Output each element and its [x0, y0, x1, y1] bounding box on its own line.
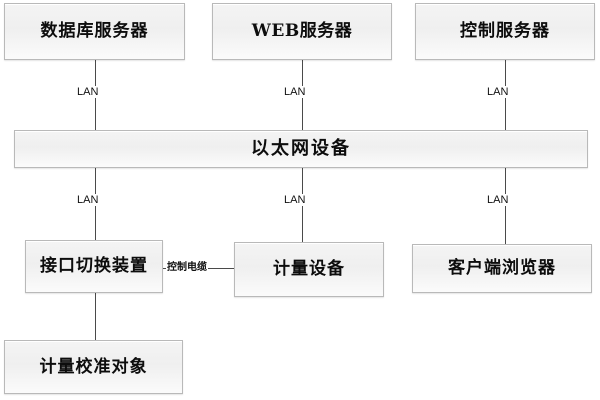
node-interface-switch-label: 接口切换装置: [40, 256, 148, 276]
node-client-browser[interactable]: 客户端浏览器: [412, 244, 592, 293]
node-calibration-target-label: 计量校准对象: [39, 356, 148, 377]
node-client-browser-label: 客户端浏览器: [448, 258, 556, 278]
node-control-server-label: 控制服务器: [460, 21, 550, 41]
edge-label-lan-4: LAN: [75, 194, 101, 206]
edge-label-lan-2: LAN: [282, 86, 308, 98]
node-calibration-target[interactable]: 计量校准对象: [4, 340, 183, 394]
node-control-server[interactable]: 控制服务器: [415, 3, 595, 60]
edge-label-lan-1: LAN: [75, 86, 101, 98]
edge-label-lan-6: LAN: [485, 194, 511, 206]
node-metering-device-label: 计量设备: [273, 259, 345, 279]
edge-switch-to-target: [95, 293, 96, 340]
node-db-server[interactable]: 数据库服务器: [4, 3, 185, 60]
node-db-server-label: 数据库服务器: [40, 21, 149, 41]
node-web-server-label: WEB服务器: [251, 21, 353, 41]
edge-label-lan-5: LAN: [282, 194, 308, 206]
node-ethernet-device[interactable]: 以太网设备: [14, 130, 588, 168]
edge-ethernet-to-browser: [505, 168, 506, 244]
edge-label-lan-3: LAN: [485, 86, 511, 98]
edge-label-control-cable: 控制电缆: [166, 262, 208, 274]
node-metering-device[interactable]: 计量设备: [234, 242, 384, 297]
node-ethernet-device-label: 以太网设备: [251, 138, 351, 159]
node-web-server[interactable]: WEB服务器: [212, 3, 392, 60]
node-interface-switch[interactable]: 接口切换装置: [25, 240, 163, 293]
